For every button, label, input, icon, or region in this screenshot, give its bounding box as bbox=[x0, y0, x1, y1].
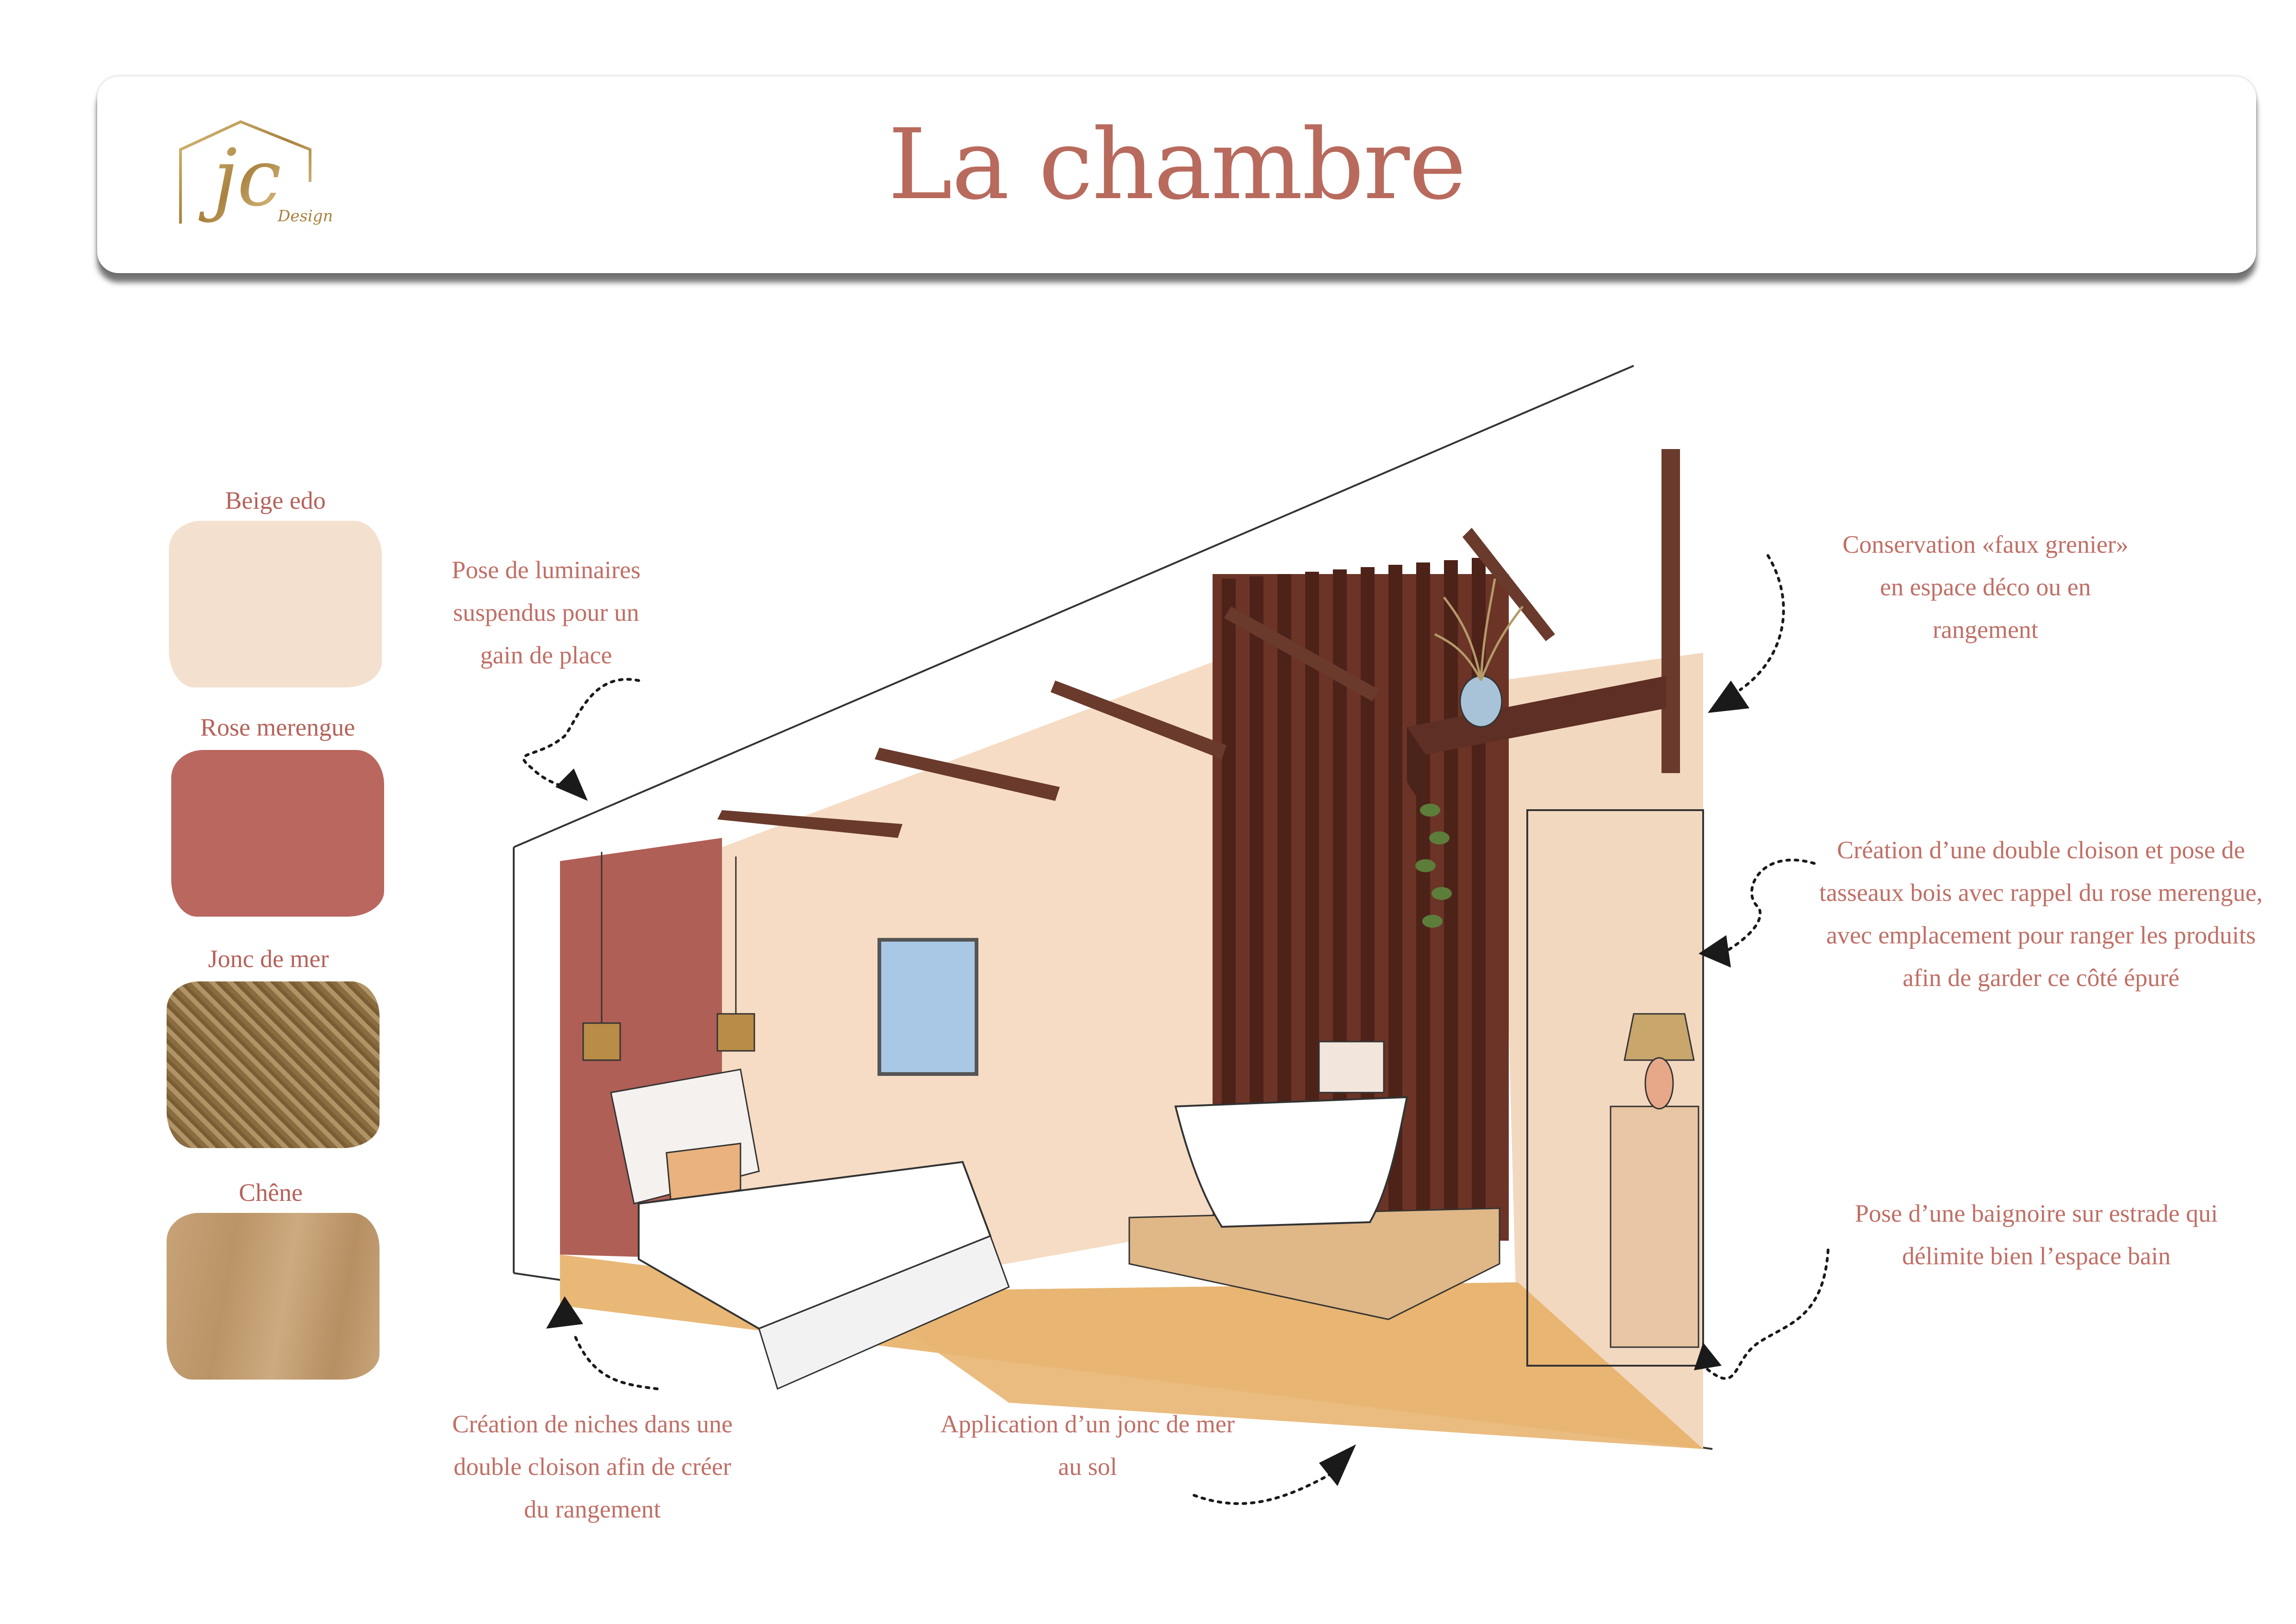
annotation-grenier: Conservation «faux grenier» en espace dé… bbox=[1842, 531, 2128, 643]
swatch-rose-merengue bbox=[171, 750, 384, 917]
swatch-jonc-de-mer bbox=[167, 981, 380, 1148]
page-title: La chambre bbox=[888, 108, 1467, 221]
swatch-beige-edo bbox=[169, 521, 382, 687]
annotation-niches: Création de niches dans une double clois… bbox=[452, 1410, 733, 1523]
swatch-label-jonc: Jonc de mer bbox=[208, 945, 329, 973]
swatch-label-chene: Chêne bbox=[239, 1179, 303, 1206]
annotation-jonc: Application d’un jonc de mer au sol bbox=[940, 1410, 1235, 1480]
ceiling-beams bbox=[717, 449, 1680, 838]
header-card: jc Design La chambre bbox=[97, 76, 2256, 273]
swatch-label-beige: Beige edo bbox=[225, 487, 326, 514]
svg-text:Design: Design bbox=[277, 207, 333, 225]
swatch-label-rose: Rose merengue bbox=[200, 713, 355, 741]
brand-logo: jc Design bbox=[179, 120, 338, 225]
bedroom-illustration bbox=[513, 365, 1713, 1450]
annotation-luminaires: Pose de luminaires suspendus pour un gai… bbox=[452, 556, 641, 669]
bed bbox=[610, 1068, 1010, 1390]
swatch-chene bbox=[167, 1213, 380, 1380]
annotation-cloison: Création d’une double cloison et pose de… bbox=[1819, 836, 2263, 992]
annotation-baignoire: Pose d’une baignoire sur estrade qui dél… bbox=[1854, 1199, 2218, 1270]
